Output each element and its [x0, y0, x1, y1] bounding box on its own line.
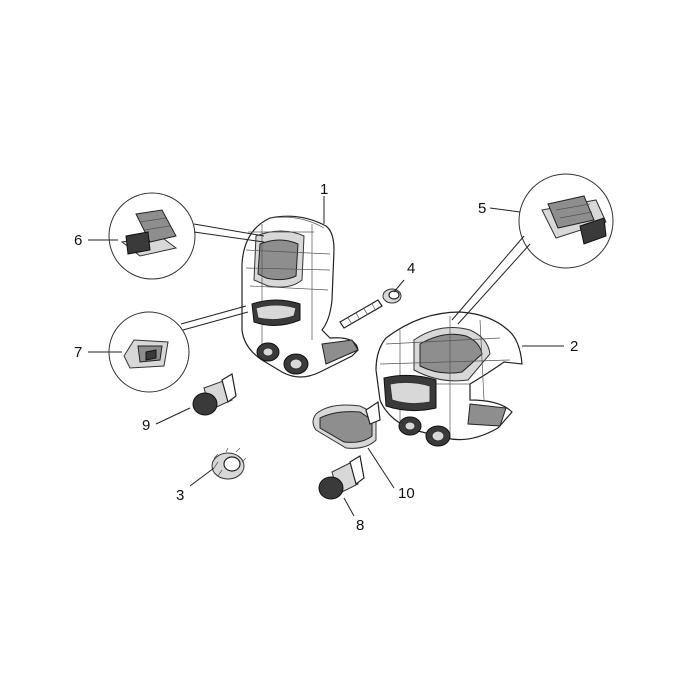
callout-label-8: 8: [356, 517, 364, 534]
callout-bubble-5: [518, 173, 614, 269]
callout-label-3: 3: [176, 487, 184, 504]
callout-label-7: 7: [74, 344, 82, 361]
knurled-nut: [211, 447, 247, 480]
push-button-9: [192, 373, 237, 416]
callout-bubble-6: [108, 192, 196, 280]
callout-label-10: 10: [398, 485, 415, 502]
callout-label-2: 2: [570, 338, 578, 355]
callout-label-1: 1: [320, 181, 328, 198]
right-switch-housing: [375, 311, 523, 447]
callout-label-6: 6: [74, 232, 82, 249]
callout-label-5: 5: [478, 200, 486, 217]
push-button-8: [318, 455, 365, 500]
leader-lines: [88, 196, 564, 517]
callout-labels: 1 2 3 4 5 6 7 8 9 10: [74, 181, 578, 534]
cover: [312, 400, 381, 449]
callout-label-9: 9: [142, 417, 150, 434]
left-switch-housing: [241, 215, 359, 378]
screw: [339, 288, 402, 329]
bubble-connectors: [180, 223, 531, 331]
callout-label-4: 4: [407, 260, 415, 277]
